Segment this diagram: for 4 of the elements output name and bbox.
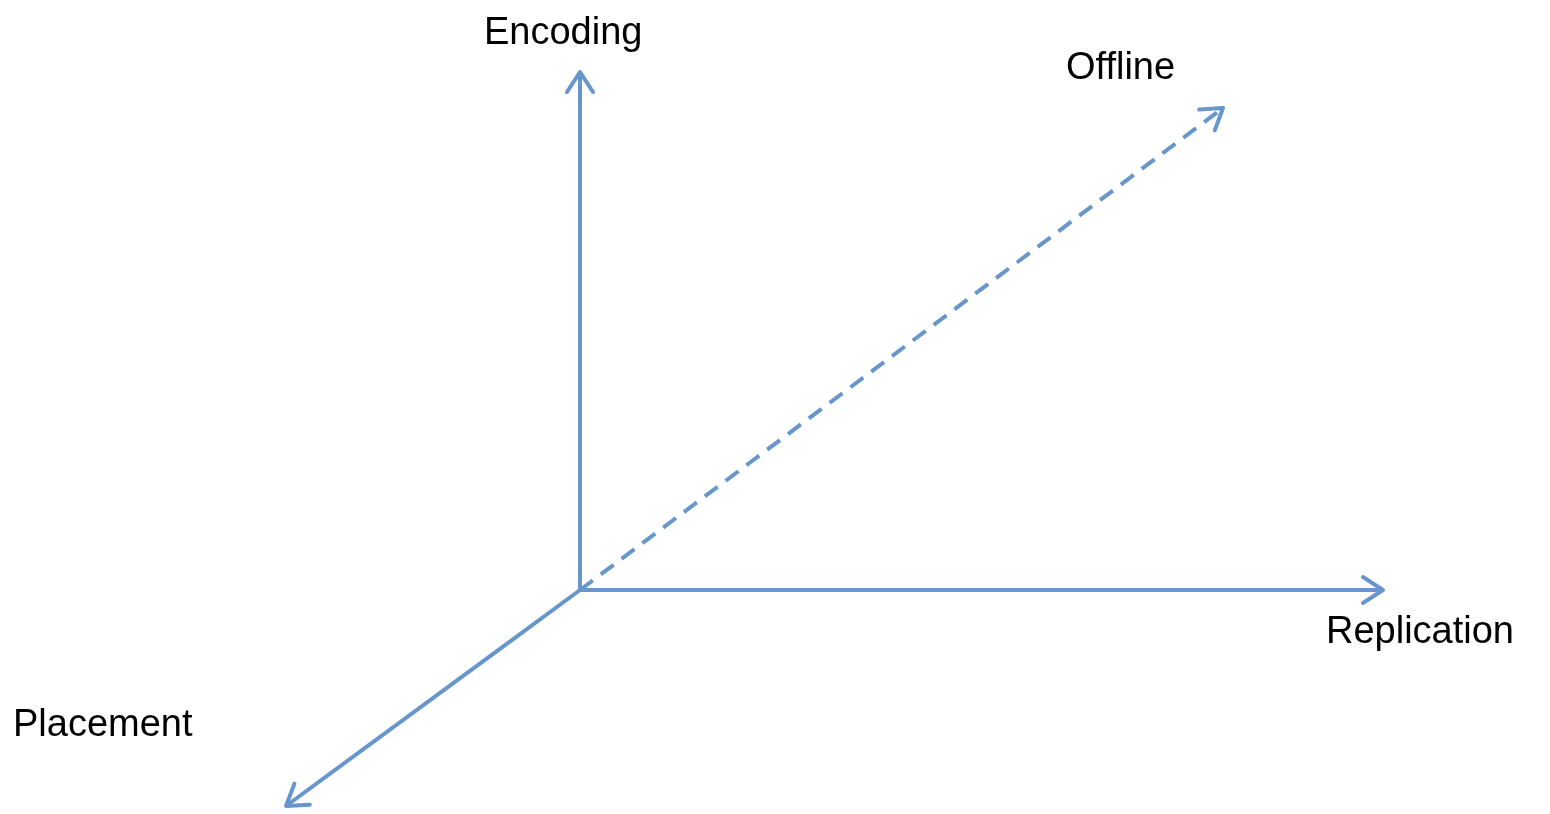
axis-label: Placement — [13, 704, 193, 742]
axis-label: Offline — [1066, 47, 1176, 85]
axis-label: Replication — [1326, 611, 1514, 649]
axis-label: Encoding — [484, 12, 643, 50]
